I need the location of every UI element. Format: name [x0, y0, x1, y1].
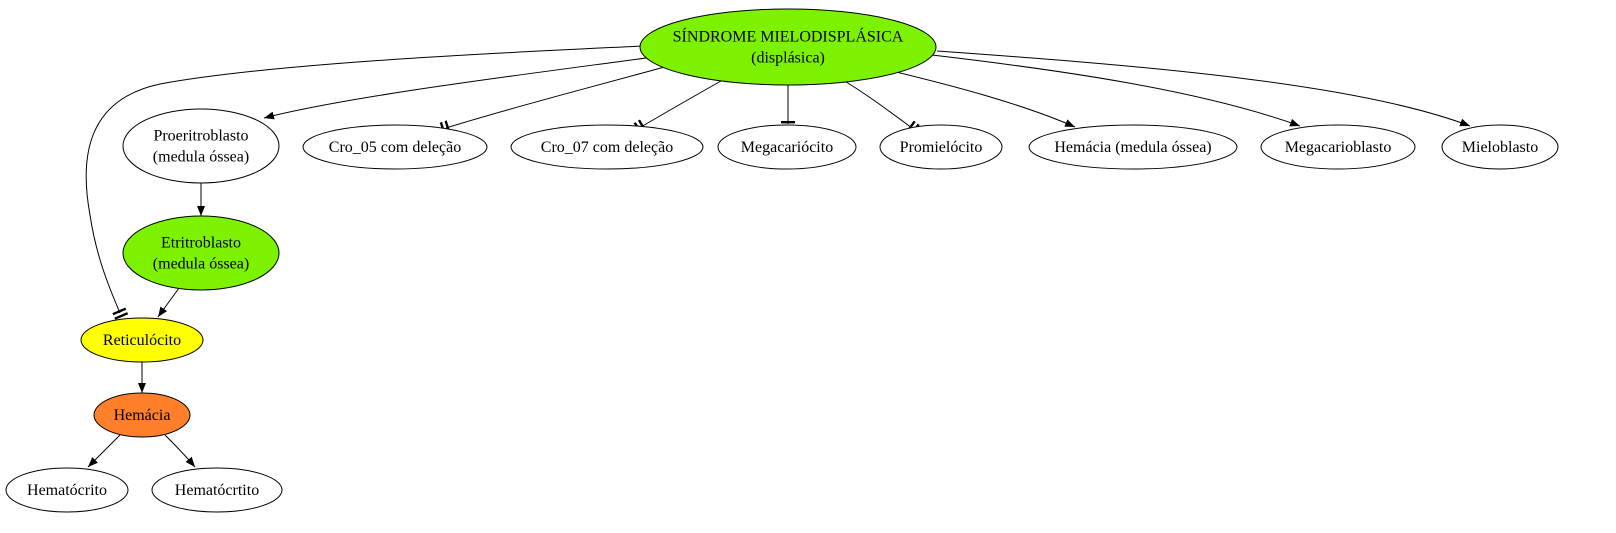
node-hematocrtito[interactable]: Hematócrtito: [151, 467, 283, 513]
node-hemacia_mo[interactable]: Hemácia (medula óssea): [1028, 124, 1238, 170]
node-root-label-0: SÍNDROME MIELODISPLÁSICA: [673, 27, 904, 46]
node-hemacia[interactable]: Hemácia: [93, 392, 191, 438]
edge-root-to-reticulocito: [85, 45, 644, 320]
node-megacariocito-label-0: Megacariócito: [741, 139, 833, 156]
node-megacarioblasto[interactable]: Megacarioblasto: [1260, 124, 1416, 170]
node-proeritroblasto-shape: [122, 108, 280, 184]
node-hemacia-shape: [93, 392, 191, 438]
node-etritroblasto[interactable]: Etritroblasto (medula óssea): [122, 215, 280, 291]
node-root[interactable]: SÍNDROME MIELODISPLÁSICA (displásica): [639, 8, 937, 86]
node-cro05-label-0: Cro_05 com deleção: [329, 139, 461, 156]
edge-root-to-cro05: [439, 65, 669, 136]
node-etritroblasto-shape: [122, 215, 280, 291]
node-reticulocito-label-0: Reticulócito: [103, 332, 181, 349]
edge-root-to-megacarioblasto: [931, 54, 1301, 127]
node-root-label-1: (displásica): [751, 50, 825, 67]
node-root-shape: [639, 8, 937, 86]
node-hematocrito-label-0: Hematócrito: [27, 482, 107, 499]
edge-root-to-proeritroblasto: [263, 57, 647, 120]
edge-root-to-hemacia_mo: [887, 69, 1076, 128]
node-hematocrtito-label-0: Hematócrtito: [175, 482, 259, 499]
node-cro07-label-0: Cro_07 com deleção: [541, 139, 673, 156]
node-promielocito[interactable]: Promielócito: [879, 124, 1003, 170]
node-proeritroblasto-label-1: (medula óssea): [153, 149, 249, 166]
node-etritroblasto-label-0: Etritroblasto: [161, 235, 241, 252]
node-mieloblasto[interactable]: Mieloblasto: [1441, 124, 1559, 170]
node-promielocito-shape: [879, 124, 1003, 170]
node-reticulocito[interactable]: Reticulócito: [80, 317, 204, 363]
node-proeritroblasto[interactable]: Proeritroblasto (medula óssea): [122, 108, 280, 184]
node-hematocrito[interactable]: Hematócrito: [5, 467, 129, 513]
node-hematocrtito-shape: [151, 467, 283, 513]
node-megacarioblasto-label-0: Megacarioblasto: [1285, 139, 1392, 156]
node-promielocito-label-0: Promielócito: [900, 139, 983, 156]
node-hemacia_mo-shape: [1028, 124, 1238, 170]
edge-root-to-cro07: [633, 76, 729, 136]
node-reticulocito-shape: [80, 317, 204, 363]
edge-root-to-promielocito: [837, 76, 920, 137]
edge-hemacia-to-hematocrtito: [164, 434, 196, 468]
node-hemacia_mo-label-0: Hemácia (medula óssea): [1054, 139, 1211, 156]
edge-hemacia-to-hematocrito: [87, 434, 121, 468]
node-hemacia-label-0: Hemácia: [114, 407, 171, 424]
node-mieloblasto-shape: [1441, 124, 1559, 170]
edges-layer: [85, 45, 1471, 468]
node-mieloblasto-label-0: Mieloblasto: [1462, 139, 1538, 156]
node-cro05[interactable]: Cro_05 com deleção: [302, 124, 488, 170]
node-megacarioblasto-shape: [1260, 124, 1416, 170]
node-hematocrito-shape: [5, 467, 129, 513]
edge-root-to-mieloblasto: [936, 50, 1471, 127]
node-megacariocito-shape: [717, 124, 857, 170]
node-proeritroblasto-label-0: Proeritroblasto: [153, 128, 248, 145]
node-etritroblasto-label-1: (medula óssea): [153, 256, 249, 273]
node-cro07[interactable]: Cro_07 com deleção: [510, 124, 704, 170]
node-cro05-shape: [302, 124, 488, 170]
node-megacariocito[interactable]: Megacariócito: [717, 124, 857, 170]
edge-etritroblasto-to-reticulocito: [157, 287, 180, 318]
node-cro07-shape: [510, 124, 704, 170]
nodes-layer: SÍNDROME MIELODISPLÁSICA (displásica) Proe…: [5, 8, 1559, 513]
